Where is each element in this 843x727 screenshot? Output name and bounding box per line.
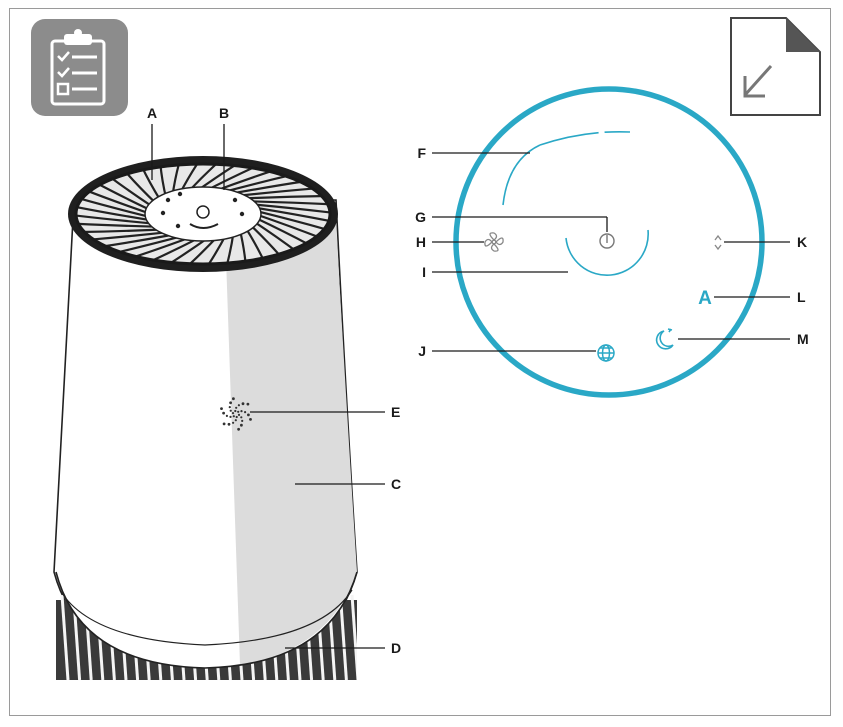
label-j: J (418, 343, 426, 359)
purifier-body (53, 199, 358, 681)
base-grille-fin (350, 594, 357, 681)
housing-shade (226, 222, 357, 665)
label-a: A (147, 105, 157, 121)
auto-mode-icon: A (698, 288, 712, 309)
logo-dot (229, 409, 232, 412)
logo-dot (225, 414, 228, 417)
logo-dot (237, 404, 240, 407)
label-g: G (415, 209, 426, 225)
logo-dot (232, 397, 235, 401)
logo-dot (241, 419, 244, 422)
logo-dot (237, 413, 241, 416)
logo-dot (227, 422, 231, 426)
logo-emblem (220, 397, 252, 431)
logo-dot (234, 409, 237, 413)
checklist-icon (31, 19, 128, 116)
sleep-mode-icon (655, 328, 674, 350)
leader-lines (151, 124, 790, 649)
logo-dot (240, 416, 243, 419)
logo-dot (235, 415, 238, 419)
logo-dot (249, 418, 252, 421)
logo-dot (232, 421, 235, 424)
base-grille-fin (60, 594, 70, 681)
logo-dot (220, 407, 223, 410)
logo-dot (234, 419, 237, 422)
label-d: D (391, 640, 401, 656)
globe-icon (597, 344, 615, 362)
label-i: I (422, 264, 426, 280)
fan-icon (484, 232, 504, 252)
logo-dot (241, 402, 245, 406)
label-k: K (797, 234, 807, 250)
label-h: H (416, 234, 426, 250)
top-control-panel (144, 186, 262, 242)
logo-dot (229, 415, 232, 418)
logo-dot (244, 411, 247, 414)
logo-dot (237, 410, 240, 413)
logo-dot (247, 413, 250, 417)
logo-dot (222, 411, 226, 415)
logo-dot (232, 415, 235, 418)
speed-indicator-arc (565, 229, 649, 276)
logo-dot (246, 402, 250, 406)
label-l: L (797, 289, 806, 305)
logo-dot (228, 406, 231, 409)
page-corner-arrow-icon (730, 17, 821, 116)
logo-dot (237, 427, 241, 431)
logo-dot (229, 401, 233, 405)
up-down-arrows-icon (714, 234, 722, 251)
logo-dot (231, 412, 235, 415)
filter-indicator-arc-2 (539, 130, 631, 146)
label-m: M (797, 331, 809, 347)
label-f: F (417, 145, 426, 161)
label-c: C (391, 476, 401, 492)
panel-detail: A (453, 86, 765, 398)
logo-dot (222, 422, 226, 426)
logo-dot (235, 406, 238, 409)
base-grille-fin (338, 594, 348, 681)
power-icon (599, 233, 615, 249)
logo-dot (240, 410, 243, 413)
label-b: B (219, 105, 229, 121)
filter-indicator-arc (502, 144, 541, 206)
logo-dot (240, 423, 243, 427)
label-e: E (391, 404, 400, 420)
